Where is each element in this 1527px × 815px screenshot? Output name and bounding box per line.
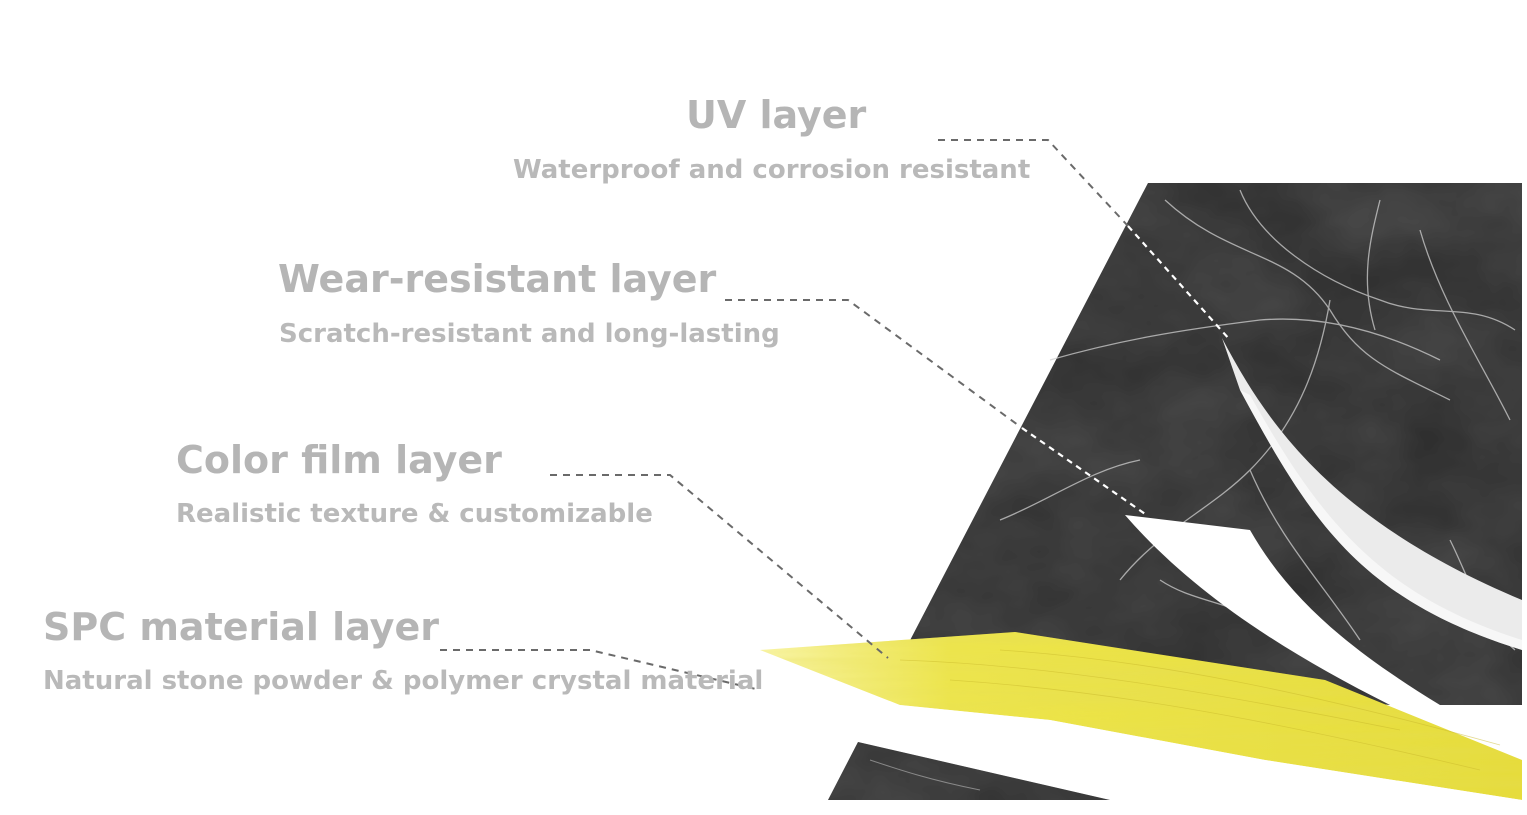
bottom-film-strip xyxy=(690,690,1522,800)
uv-layer-title: UV layer xyxy=(686,93,867,137)
uv-leader-line-inner xyxy=(1127,225,1231,341)
marble-slab xyxy=(905,183,1522,705)
label-spc-material-layer: SPC material layer Natural stone powder … xyxy=(43,605,763,696)
wear-layer-title: Wear-resistant layer xyxy=(278,257,717,301)
color-film-sheet xyxy=(1125,515,1440,705)
wear-film-sheet xyxy=(1222,338,1522,650)
label-uv-layer: UV layer Waterproof and corrosion resist… xyxy=(513,93,1030,185)
color-film-leader-line xyxy=(550,474,889,659)
uv-layer-description: Waterproof and corrosion resistant xyxy=(513,155,1030,185)
uv-leader-line xyxy=(938,139,1129,227)
spc-layer-title: SPC material layer xyxy=(43,605,439,649)
wear-leader-line xyxy=(725,299,1023,429)
wear-leader-line-inner xyxy=(1021,427,1149,517)
leader-lines xyxy=(440,139,1231,691)
spc-layer-description: Natural stone powder & polymer crystal m… xyxy=(43,666,763,696)
color-film-layer-title: Color film layer xyxy=(176,438,502,482)
spc-leader-line xyxy=(440,649,761,691)
label-color-film-layer: Color film layer Realistic texture & cus… xyxy=(176,438,653,529)
color-film-layer-description: Realistic texture & customizable xyxy=(176,499,653,529)
spc-core-sheet xyxy=(760,632,1522,800)
label-wear-resistant-layer: Wear-resistant layer Scratch-resistant a… xyxy=(278,257,780,349)
marble-base xyxy=(828,742,1110,800)
wear-layer-description: Scratch-resistant and long-lasting xyxy=(279,319,780,349)
